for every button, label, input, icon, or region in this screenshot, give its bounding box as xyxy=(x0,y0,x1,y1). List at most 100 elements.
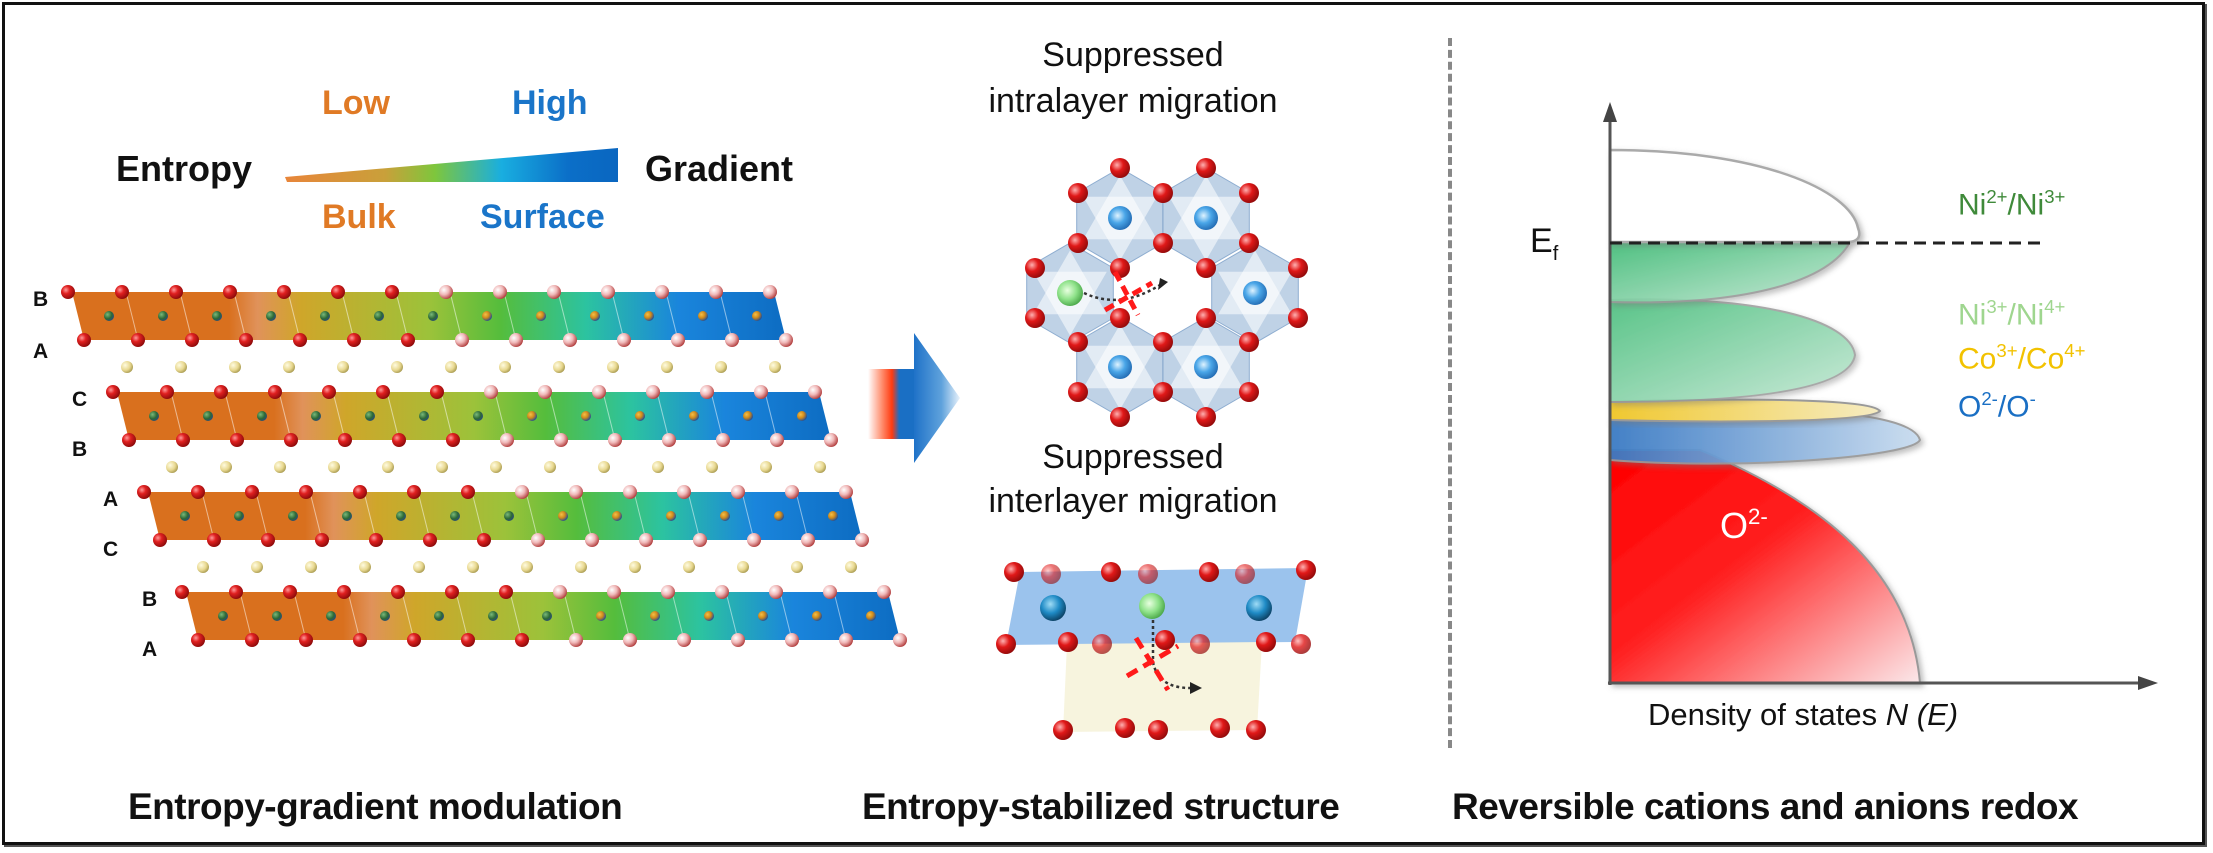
ni23-filled-band xyxy=(1609,241,1852,304)
oxygen-atom xyxy=(646,385,660,399)
fermi-label-main: E xyxy=(1530,222,1553,260)
oxygen-atom xyxy=(839,485,853,499)
lithium-atom xyxy=(652,461,664,473)
lithium-atom xyxy=(197,561,209,573)
octahedron-edge xyxy=(665,291,679,341)
transition-metal-atom xyxy=(774,511,784,521)
octahedron-edge xyxy=(401,591,415,641)
oxygen-atom xyxy=(283,585,297,599)
octahedron-edge xyxy=(449,291,463,341)
lithium-atom xyxy=(737,561,749,573)
fermi-label-sub: f xyxy=(1552,242,1559,265)
stack-label: B xyxy=(72,438,88,461)
octahedron-edge xyxy=(341,291,355,341)
oxygen-atom xyxy=(839,633,853,647)
interlayer-title-line1: Suppressed xyxy=(1042,438,1224,476)
oxygen-atom xyxy=(623,485,637,499)
oxygen-atom xyxy=(677,633,691,647)
band-label-sup1: 2+ xyxy=(1986,186,2008,207)
transition-metal-atom xyxy=(320,311,330,321)
octahedron-edge xyxy=(309,491,323,541)
octahedron-edge xyxy=(494,391,508,441)
octahedron-edge xyxy=(656,391,670,441)
oxygen-atom xyxy=(662,433,676,447)
oxygen-atom xyxy=(353,633,367,647)
lithium-atom xyxy=(760,461,772,473)
oxygen-atom xyxy=(445,585,459,599)
transition-metal-atom xyxy=(812,611,822,621)
oxygen-atom xyxy=(731,485,745,499)
transition-metal-atom xyxy=(257,411,267,421)
o2-band xyxy=(1609,449,1922,684)
transition-metal-atom xyxy=(558,511,568,521)
oxygen-atom xyxy=(693,533,707,547)
oxygen-atom xyxy=(207,533,221,547)
oxygen-atom xyxy=(747,533,761,547)
octahedron-edge xyxy=(795,491,809,541)
octahedron-edge xyxy=(719,291,733,341)
x-axis-label-text: Density of states xyxy=(1648,697,1886,732)
oxygen-atom xyxy=(569,633,583,647)
oxygen-atom xyxy=(1291,634,1311,654)
band-label-sup2: 4+ xyxy=(2044,296,2066,317)
transition-metal-atom xyxy=(396,511,406,521)
lithium-atom xyxy=(274,461,286,473)
lithium-atom xyxy=(382,461,394,473)
octahedron-edge xyxy=(779,591,793,641)
transition-metal-atom xyxy=(644,311,654,321)
transition-metal-atom xyxy=(450,511,460,521)
oxygen-atom xyxy=(77,333,91,347)
band-label-sup1: 2- xyxy=(1981,388,1998,409)
blocked-mark-icon xyxy=(1103,280,1154,313)
oxygen-atom xyxy=(1190,634,1210,654)
oxygen-atom xyxy=(1092,634,1112,654)
oxygen-atom xyxy=(439,285,453,299)
octahedron-edge xyxy=(455,591,469,641)
transition-metal-atom xyxy=(689,411,699,421)
oxygen-atom xyxy=(1138,564,1158,584)
band-label-base: Co xyxy=(1958,342,1997,376)
oxygen-atom xyxy=(547,285,561,299)
x-axis-label-symbol: N (E) xyxy=(1885,697,1959,732)
transition-metal-atom xyxy=(581,411,591,421)
transition-metal-atom xyxy=(666,511,676,521)
oxygen-atom xyxy=(1288,308,1308,328)
oxygen-atom xyxy=(592,385,606,399)
lithium-atom xyxy=(791,561,803,573)
oxygen-atom xyxy=(1196,308,1216,328)
lithium-atom xyxy=(305,561,317,573)
lithium-atom xyxy=(544,461,556,473)
octahedron-edge xyxy=(332,391,346,441)
lithium-atom xyxy=(683,561,695,573)
oxygen-atom xyxy=(1041,564,1061,584)
lithium-atom xyxy=(337,361,349,373)
oxygen-atom xyxy=(1196,158,1216,178)
o2-label-base: O xyxy=(1720,504,1749,546)
oxygen-atom xyxy=(284,433,298,447)
transition-metal-atom xyxy=(1108,355,1132,379)
transition-metal-atom xyxy=(272,611,282,621)
co-band xyxy=(1609,398,1882,423)
transition-metal-atom xyxy=(698,311,708,321)
oxygen-atom xyxy=(493,285,507,299)
oxygen-atom xyxy=(607,585,621,599)
oxygen-atom xyxy=(785,633,799,647)
oxygen-atom xyxy=(446,433,460,447)
octahedron-edge xyxy=(170,391,184,441)
band-label-sup1: 3+ xyxy=(1986,296,2008,317)
oxygen-atom xyxy=(608,433,622,447)
transition-metal-atom xyxy=(1246,595,1272,621)
octahedron-edge xyxy=(602,391,616,441)
oxygen-atom xyxy=(1025,308,1045,328)
stack-label: A xyxy=(33,340,49,363)
oxygen-atom xyxy=(769,585,783,599)
transition-metal-atom xyxy=(590,311,600,321)
oxygen-atom xyxy=(392,433,406,447)
band-label-sep: /O xyxy=(1997,390,2030,424)
oxygen-atom xyxy=(1110,308,1130,328)
oxygen-atom xyxy=(322,385,336,399)
oxygen-atom xyxy=(1296,560,1316,580)
octahedron-edge xyxy=(611,291,625,341)
oxygen-atom xyxy=(1068,382,1088,402)
oxygen-atom xyxy=(1153,332,1173,352)
